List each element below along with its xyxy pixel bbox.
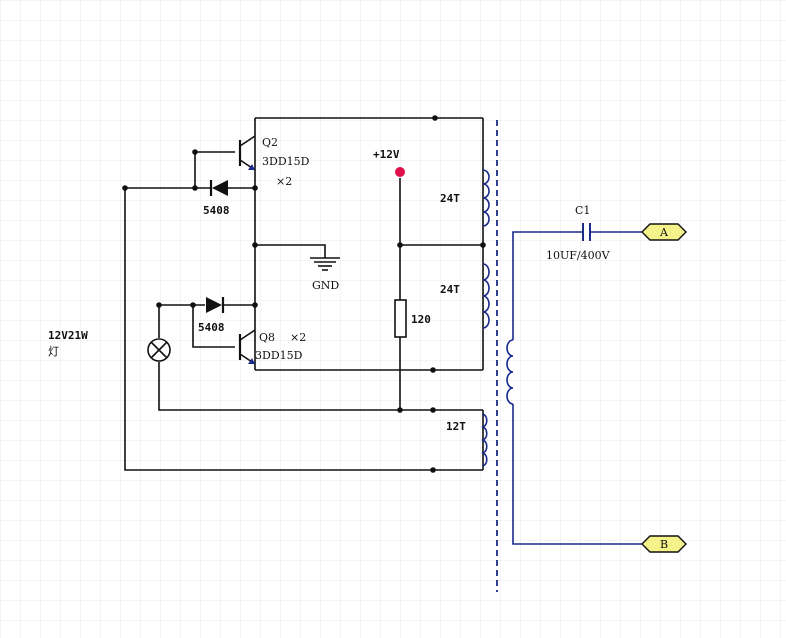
wire-lamp-bottom bbox=[158, 362, 483, 411]
junction bbox=[430, 467, 436, 473]
junction bbox=[190, 302, 196, 308]
junction bbox=[252, 242, 258, 248]
lamp-symbol bbox=[147, 338, 171, 362]
wire-left-return bbox=[124, 188, 483, 471]
junction bbox=[192, 149, 198, 155]
supply-label: +12V bbox=[373, 148, 400, 161]
capacitor-value: 10UF/400V bbox=[546, 249, 611, 262]
q8-ref: Q8 bbox=[259, 331, 275, 344]
diode-top bbox=[209, 180, 228, 196]
junction bbox=[432, 115, 438, 121]
supply-terminal-dot bbox=[395, 167, 405, 177]
ground-label: GND bbox=[312, 279, 339, 292]
winding-top-label: 24T bbox=[440, 192, 460, 205]
coil-12t bbox=[481, 413, 488, 467]
q2-ref: Q2 bbox=[262, 136, 278, 149]
coil-24t-top bbox=[482, 169, 490, 227]
junction bbox=[252, 185, 258, 191]
resistor bbox=[394, 299, 407, 338]
junction bbox=[156, 302, 162, 308]
junction bbox=[430, 407, 436, 413]
resistor-label: 120 bbox=[411, 313, 431, 326]
winding-mid-label: 24T bbox=[440, 283, 460, 296]
diode-bottom-label: 5408 bbox=[198, 321, 225, 334]
ground-symbol bbox=[310, 257, 340, 271]
junction bbox=[397, 242, 403, 248]
winding-fb-label: 12T bbox=[446, 420, 466, 433]
wire-secondary-bottom bbox=[512, 404, 642, 545]
terminal-b-label: B bbox=[660, 538, 668, 551]
junction bbox=[397, 407, 403, 413]
q2-part: 3DD15D bbox=[262, 155, 310, 168]
q8-qty: ×2 bbox=[290, 331, 306, 344]
transistor-q8 bbox=[238, 329, 256, 365]
capacitor-ref: C1 bbox=[575, 204, 590, 217]
terminal-a-label: A bbox=[659, 226, 669, 239]
wire-to-gnd bbox=[255, 244, 326, 258]
wire-q8-base bbox=[192, 305, 235, 348]
transistor-q2 bbox=[238, 135, 256, 171]
terminal-b[interactable]: B bbox=[641, 535, 687, 553]
diode-bottom bbox=[206, 297, 225, 313]
junction bbox=[430, 367, 436, 373]
q8-part: 3DD15D bbox=[255, 349, 303, 362]
coil-secondary bbox=[506, 339, 514, 405]
lamp-label-1: 12V21W bbox=[48, 329, 88, 342]
q2-qty: ×2 bbox=[276, 175, 292, 188]
junction bbox=[480, 242, 486, 248]
coil-24t-mid bbox=[482, 263, 490, 329]
terminal-a[interactable]: A bbox=[641, 223, 687, 241]
diode-top-label: 5408 bbox=[203, 204, 230, 217]
junction bbox=[192, 185, 198, 191]
junctions bbox=[122, 115, 486, 473]
junction bbox=[122, 185, 128, 191]
lamp-label-2: 灯 bbox=[48, 345, 59, 358]
wire-secondary-top bbox=[512, 231, 582, 340]
junction bbox=[252, 302, 258, 308]
